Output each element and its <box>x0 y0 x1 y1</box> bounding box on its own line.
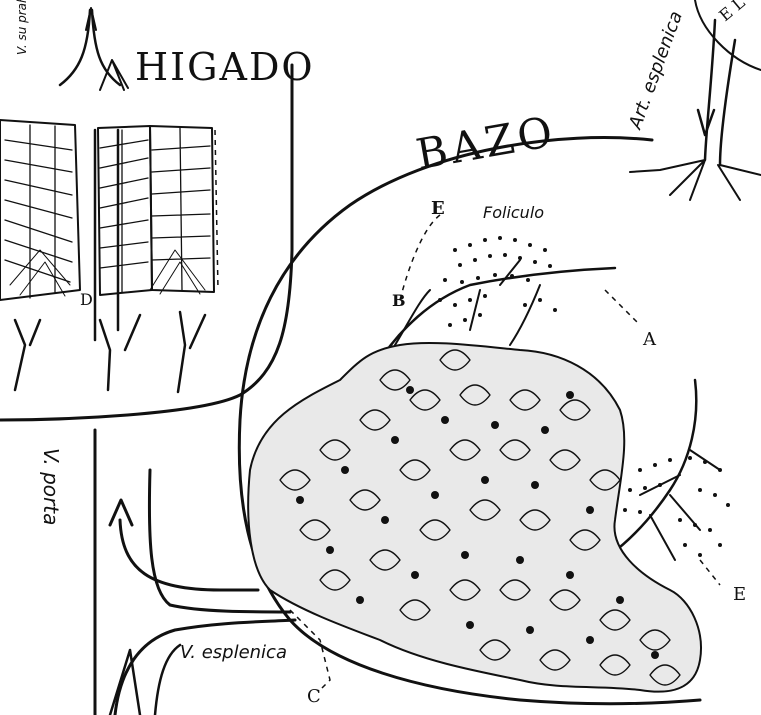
portal-vein-inner <box>115 620 295 715</box>
suprahepatic-vein <box>60 10 120 85</box>
splenic-artery-label: Art. esplenica <box>625 8 687 132</box>
liver-title: HIGADO <box>135 45 315 89</box>
spleen-letter-b: B <box>392 291 406 310</box>
spleen-title: BAZO <box>413 106 560 179</box>
blood-flow-arrow-line <box>120 520 258 590</box>
spleen-follicle-right <box>623 456 730 557</box>
liver-lobule-right <box>150 126 218 294</box>
spleen-letter-c: C <box>307 686 321 707</box>
spleen-letter-a: A <box>642 329 657 350</box>
splenic-vein-label: V. esplenica <box>180 642 287 663</box>
follicle-arterioles-right <box>640 450 720 560</box>
marker-line-e-top <box>400 215 440 300</box>
vein-branch-mark <box>100 60 128 90</box>
arrow-down-icon <box>698 110 714 135</box>
spleen-follicle-top <box>438 236 557 327</box>
arrow-up-icon <box>86 8 96 30</box>
marker-line-e-right <box>700 560 720 585</box>
liver-letter-d: D <box>80 290 93 309</box>
splenic-artery-branches <box>630 160 761 200</box>
spleen-letter-e-top: E <box>431 198 445 219</box>
portal-vein-fork <box>110 650 140 715</box>
follicle-label: Foliculo <box>483 203 544 222</box>
splenic-artery-vessel <box>705 20 735 165</box>
liver-lobule-middle <box>98 126 152 295</box>
suprahepatic-vein-label: V. su prahe pati <box>15 0 29 55</box>
spleen-red-pulp <box>248 343 701 692</box>
liver-lower-branches <box>15 312 205 392</box>
portal-vein-label: V. porta <box>39 448 63 525</box>
marker-line-a <box>605 290 640 325</box>
marker-line-c <box>290 610 330 690</box>
spleen-section <box>239 138 730 704</box>
liver-lobule-left <box>0 120 80 300</box>
portal-vein-branch <box>155 645 180 715</box>
spleen-letter-e-right: E <box>733 584 746 605</box>
corner-glyphs: E L <box>715 0 748 25</box>
follicle-arterioles-top <box>395 260 540 345</box>
